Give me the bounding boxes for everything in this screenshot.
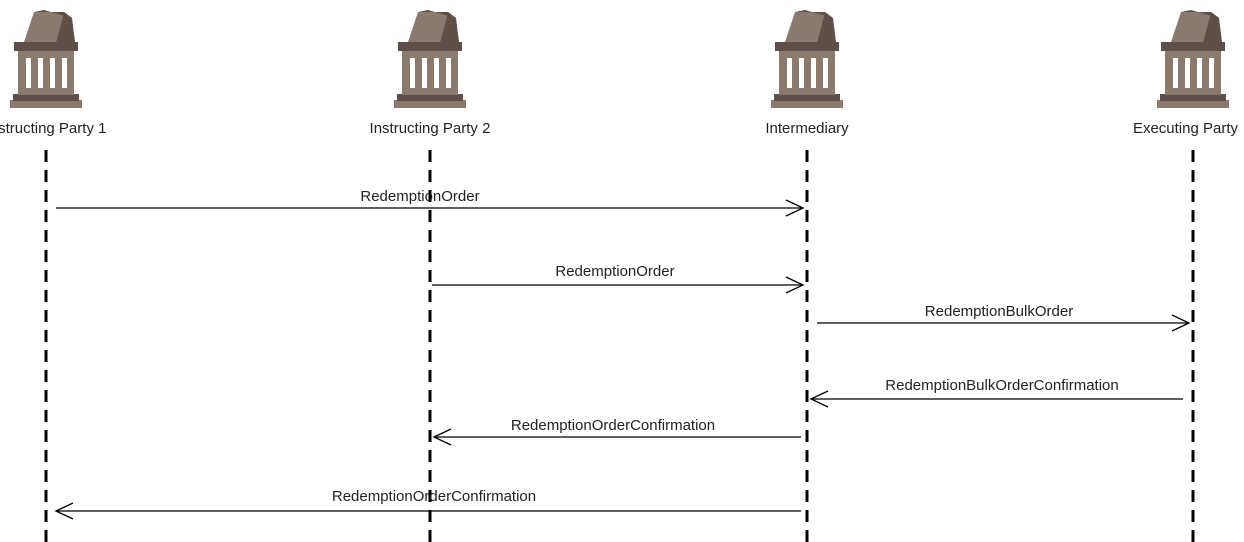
- message-arrow: RedemptionOrder: [56, 188, 805, 217]
- message-label: RedemptionOrderConfirmation: [511, 417, 715, 434]
- message-label: RedemptionBulkOrderConfirmation: [885, 377, 1118, 394]
- participant-label: Intermediary: [765, 120, 849, 137]
- arrowhead-right: [785, 199, 805, 217]
- message-label: RedemptionOrderConfirmation: [332, 488, 536, 505]
- bank-building-icon: [1157, 10, 1229, 108]
- participant-instructing-party-1: Instructing Party 1: [0, 10, 106, 542]
- participant-executing-party: Executing Party: [1133, 10, 1239, 542]
- arrowhead-left: [432, 428, 452, 446]
- message-label: RedemptionOrder: [555, 263, 674, 280]
- message-label: RedemptionOrder: [360, 188, 479, 205]
- message-arrow: RedemptionOrder: [432, 263, 805, 294]
- message-arrow: RedemptionBulkOrder: [817, 303, 1191, 332]
- participant-label: Executing Party: [1133, 120, 1239, 137]
- arrowhead-left: [809, 390, 829, 408]
- participant-intermediary: Intermediary: [765, 10, 849, 542]
- message-arrow: RedemptionOrderConfirmation: [432, 417, 801, 446]
- arrowhead-right: [1171, 314, 1191, 332]
- message-label: RedemptionBulkOrder: [925, 303, 1073, 320]
- bank-building-icon: [10, 10, 82, 108]
- participant-instructing-party-2: Instructing Party 2: [370, 10, 491, 542]
- participant-label: Instructing Party 2: [370, 120, 491, 137]
- message-arrow: RedemptionOrderConfirmation: [54, 488, 801, 520]
- arrowhead-right: [785, 276, 805, 294]
- bank-building-icon: [771, 10, 843, 108]
- bank-building-icon: [394, 10, 466, 108]
- message-arrow: RedemptionBulkOrderConfirmation: [809, 377, 1183, 408]
- arrowhead-left: [54, 502, 74, 520]
- participant-label: Instructing Party 1: [0, 120, 106, 137]
